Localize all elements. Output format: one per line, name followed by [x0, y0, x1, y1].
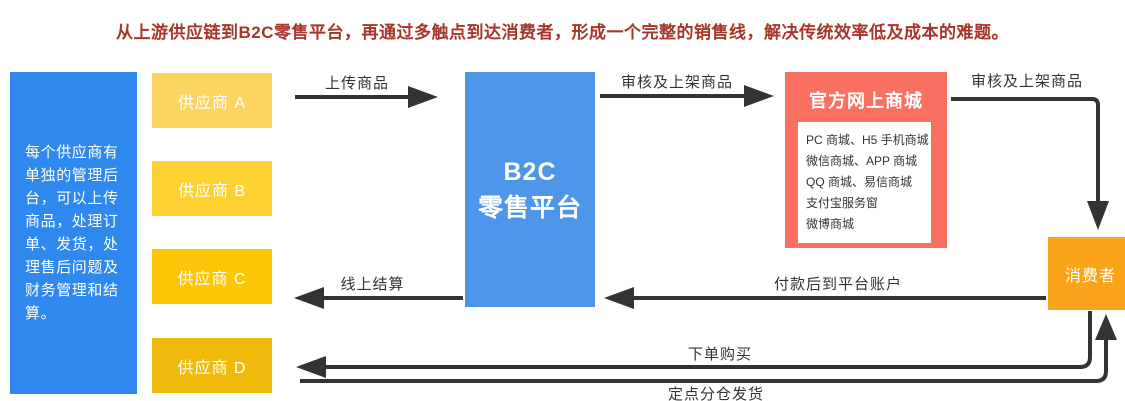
delivery-arrowhead	[1095, 314, 1117, 340]
platform-name-line2: 零售平台	[477, 193, 582, 222]
review2-arrowhead	[1087, 201, 1109, 230]
supplier-box-c: 供应商 C	[152, 249, 272, 304]
arrow-lines	[295, 94, 1108, 383]
official-mall-box: 官方网上商城 PC 商城、H5 手机商城 微信商城、APP 商城 QQ 商城、易…	[785, 72, 947, 248]
settlement-arrow-label: 线上结算	[340, 276, 405, 293]
payment-arrowhead	[604, 287, 634, 309]
consumer-box: 消费者	[1048, 237, 1125, 310]
supplier-description-text: 每个供应商有单独的管理后台，可以上传商品，处理订单、发货，处理售后问题及财务管理…	[25, 144, 119, 322]
diagram-title: 从上游供应链到B2C零售平台，再通过多触点到达消费者，形成一个完整的销售线，解决…	[115, 23, 1009, 42]
platform-name-line1: B2C	[503, 157, 557, 186]
supplier-box-d: 供应商 D	[152, 338, 272, 393]
review-to-mall-arrow-label: 审核及上架商品	[620, 74, 733, 91]
official-mall-title: 官方网上商城	[809, 91, 923, 111]
mall-channel-list: PC 商城、H5 手机商城 微信商城、APP 商城 QQ 商城、易信商城 支付宝…	[798, 122, 931, 243]
delivery-arrow-label: 定点分仓发货	[667, 386, 764, 401]
mall-channel-item: 支付宝服务窗	[806, 196, 879, 210]
review-to-consumer-arrow-label: 审核及上架商品	[970, 73, 1083, 90]
order-arrowhead	[296, 356, 326, 378]
supplier-description-panel: 每个供应商有单独的管理后台，可以上传商品，处理订单、发货，处理售后问题及财务管理…	[10, 72, 137, 394]
mall-channel-item: 微信商城、APP 商城	[806, 154, 918, 168]
upload-arrow-label: 上传商品	[324, 75, 389, 92]
mall-channel-item: 微博商城	[806, 217, 855, 231]
supplier-box-b: 供应商 B	[152, 161, 272, 216]
arrow-heads	[294, 85, 1117, 378]
mall-channel-item: QQ 商城、易信商城	[806, 175, 913, 189]
payment-arrow-label: 付款后到平台账户	[773, 276, 902, 293]
b2c-platform-box: B2C 零售平台	[465, 72, 595, 307]
mall-channel-item: PC 商城、H5 手机商城	[806, 133, 929, 147]
order-arrow-label: 下单购买	[687, 346, 752, 363]
supplier-box-a: 供应商 A	[152, 73, 272, 128]
